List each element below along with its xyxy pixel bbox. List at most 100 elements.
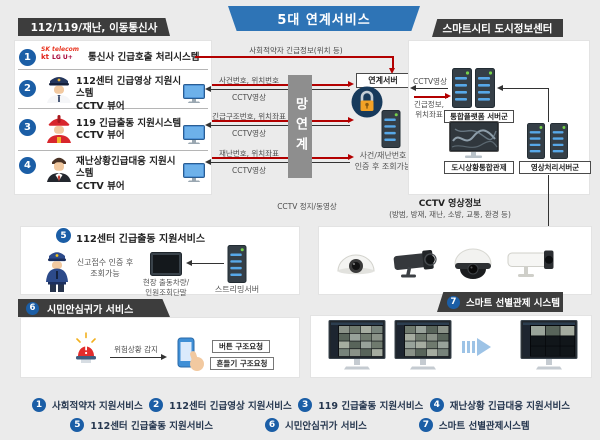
header-telecom-label: 112/119/재난, 이동통신사 — [30, 21, 158, 34]
flow-arrowhead — [186, 260, 192, 266]
flow-line — [210, 125, 350, 126]
legend-label-7: 스마트 선별관제시스템 — [438, 421, 530, 432]
flow-line — [414, 96, 448, 98]
cctv-viewer-monitor-icon — [183, 163, 205, 186]
lg-uplus-logo: LG U+ — [52, 54, 73, 62]
bullet-camera-white-icon — [506, 244, 558, 284]
flow-line — [110, 357, 162, 358]
flow3-down-label: CCTV영상 — [232, 129, 266, 138]
legend-label-2: 112센터 긴급영상 지원서비스 — [169, 401, 292, 412]
security-lock-icon — [351, 86, 383, 122]
flow-arrowhead — [410, 85, 416, 91]
cctv-still-label: CCTV 정지/동영상 — [277, 202, 337, 211]
flow4-up-label: 재난번호, 위치좌표 — [219, 149, 279, 158]
legend-badge-1: 1 — [32, 398, 46, 412]
button-rescue-request: 버튼 구조요청 — [212, 340, 270, 353]
service5-note: 신고접수 인증 후 조회가능 — [76, 258, 134, 278]
legend-label-5: 112센터 긴급출동 지원서비스 — [90, 421, 213, 432]
flow-line — [210, 89, 350, 90]
flow-line — [195, 56, 393, 58]
service6-number-badge: 6 — [26, 301, 39, 315]
bullet-camera-black-icon — [390, 242, 442, 284]
legend-item-5: 5 112센터 긴급출동 지원서비스 — [70, 418, 213, 432]
telecom-logos: SK telecom kt LG U+ — [41, 46, 85, 61]
flow-arrowhead — [389, 68, 395, 74]
legend-item-3: 3 119 긴급출동 지원서비스 — [298, 398, 423, 412]
legend-badge-3: 3 — [298, 398, 313, 412]
platform-server-rack-icon — [452, 68, 472, 112]
video-server-rack-icon — [549, 123, 569, 163]
flow-arrowhead — [445, 93, 451, 99]
connector-line — [500, 88, 548, 89]
header-telecom-agencies: 112/119/재난, 이동통신사 — [18, 18, 170, 36]
police-officer-icon — [44, 248, 70, 296]
cctv-info-title: CCTV 영상정보 — [418, 199, 482, 209]
danger-detect-label: 위험상황 감지 — [114, 345, 158, 354]
selective-control-arrow-icon — [462, 338, 491, 356]
connector-line — [548, 175, 549, 226]
item1-label: 통신사 긴급호출 처리시스템 — [88, 52, 200, 63]
cctv-wall-monitor-icon — [394, 320, 452, 376]
header-smartcity-center: 스마트시티 도시정보센터 — [432, 19, 563, 37]
link-server-box: 연계서버 — [356, 73, 410, 88]
cctv-viewer-monitor-icon — [183, 84, 205, 107]
firefighter-icon — [46, 113, 72, 147]
auth-note: 사건/재난번호 인증 후 조회가능 — [354, 151, 412, 171]
service7-title: 스마트 선별관제 시스템 — [466, 298, 561, 309]
flow3-up-label: 긴급구조번호, 위치좌표 — [212, 112, 286, 121]
flow-line — [190, 263, 224, 264]
platform-flow-video-label: CCTV영상 — [413, 77, 447, 86]
service6-header: 6 시민안심귀가 서비스 — [18, 299, 170, 317]
network-bridge-bar: 망연계 — [288, 75, 312, 178]
city-control-label: 도시상황통합관제 — [444, 161, 514, 174]
banner-five-services: 5대 연계서비스 — [228, 6, 420, 31]
platform-server-rack-icon — [475, 68, 495, 112]
service7-number-badge: 7 — [447, 295, 460, 309]
cctv-viewer-monitor-icon — [183, 125, 205, 148]
siren-icon — [72, 330, 100, 370]
banner-title: 5대 연계서비스 — [277, 13, 371, 28]
header-smartcity-label: 스마트시티 도시정보센터 — [442, 22, 553, 35]
legend-label-1: 사회적약자 지원서비스 — [52, 401, 143, 412]
flow-arrowhead — [205, 86, 211, 92]
item3-number-badge: 3 — [19, 119, 36, 136]
item1-number-badge: 1 — [19, 49, 36, 66]
flow-social-label: 사회적약자 긴급정보(위치 등) — [249, 46, 343, 55]
divider — [18, 150, 208, 151]
legend-row-2: 5 112센터 긴급출동 지원서비스 6 시민안심귀가 서비스 7 스마트 선별… — [0, 418, 600, 432]
service7-header: 7 스마트 선별관제 시스템 — [437, 292, 563, 312]
flow-arrowhead — [348, 154, 354, 160]
service5-number-badge: 5 — [56, 228, 71, 243]
legend-badge-6: 6 — [264, 418, 279, 432]
item2-label: 112센터 긴급영상 지원시스템 CCTV 뷰어 — [76, 76, 182, 112]
flow-line — [210, 162, 350, 163]
legend-item-7: 7 스마트 선별관제시스템 — [418, 418, 530, 432]
item4-label: 재난상황긴급대응 지원시스템 CCTV 뷰어 — [76, 156, 176, 192]
streaming-server-label: 스트리밍서버 — [214, 285, 260, 294]
flow2-down-label: CCTV영상 — [232, 93, 266, 102]
streaming-server-icon — [226, 245, 248, 287]
legend-row-1: 1 사회적약자 지원서비스 2 112센터 긴급영상 지원서비스 3 119 긴… — [32, 398, 570, 412]
left-services-panel — [14, 40, 212, 195]
flow-line — [392, 56, 394, 69]
platform-flow-emergency-label: 긴급정보, 위치좌표 — [414, 100, 444, 119]
shake-rescue-request: 흔들기 구조요청 — [210, 357, 274, 370]
legend-badge-5: 5 — [70, 418, 85, 432]
legend-badge-7: 7 — [418, 418, 433, 432]
police-cap-person-icon — [46, 73, 72, 107]
connector-line — [548, 88, 549, 122]
divider — [18, 69, 208, 70]
flow-line — [212, 120, 348, 122]
divider — [18, 108, 208, 109]
flow-line — [212, 157, 348, 159]
legend-item-6: 6 시민안심귀가 서비스 — [264, 418, 367, 432]
item4-number-badge: 4 — [19, 157, 36, 174]
city-control-monitor-icon — [449, 121, 499, 163]
legend-item-2: 2 112센터 긴급영상 지원서비스 — [149, 398, 292, 412]
flow2-up-label: 사건번호, 위치번호 — [219, 76, 279, 85]
auth-server-icon — [380, 110, 402, 152]
flow-arrowhead — [205, 159, 211, 165]
flow-arrowhead — [348, 81, 354, 87]
field-terminal-icon — [150, 252, 182, 280]
